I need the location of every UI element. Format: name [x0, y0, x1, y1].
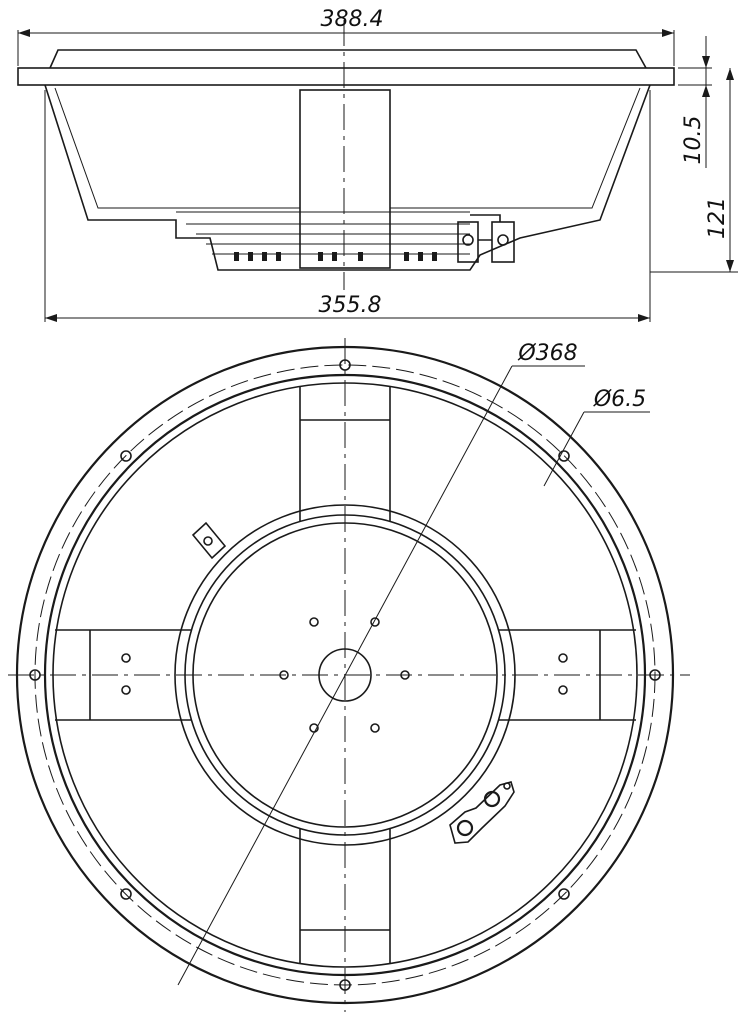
hole-diameter-label: Ø6.5 [593, 387, 646, 412]
total-height-label: 121 [705, 197, 730, 239]
hole-diameter-leader [543, 411, 585, 487]
flange-height-label: 10.5 [681, 116, 706, 165]
bottom-view: Ø368 Ø6.5 [8, 338, 690, 1012]
center-spoke [299, 89, 391, 269]
top-width-label: 388.4 [321, 7, 384, 32]
flange-rim [17, 67, 675, 86]
spokes [55, 386, 636, 964]
bottom-width-label: 355.8 [319, 293, 382, 318]
frame-outline [44, 84, 651, 271]
diameter-label: Ø368 [517, 341, 577, 366]
vent-holes [234, 252, 437, 261]
gasket-top [49, 49, 647, 69]
frame-inner-left [54, 87, 300, 209]
side-terminal [457, 214, 515, 263]
side-view: 388.4 355.8 10.5 121 [17, 7, 738, 322]
frame-inner-right [390, 87, 641, 209]
bottom-terminal [449, 781, 515, 844]
diameter-leader [177, 365, 513, 986]
magnet-steps [176, 211, 470, 255]
ground-tab [191, 521, 227, 560]
